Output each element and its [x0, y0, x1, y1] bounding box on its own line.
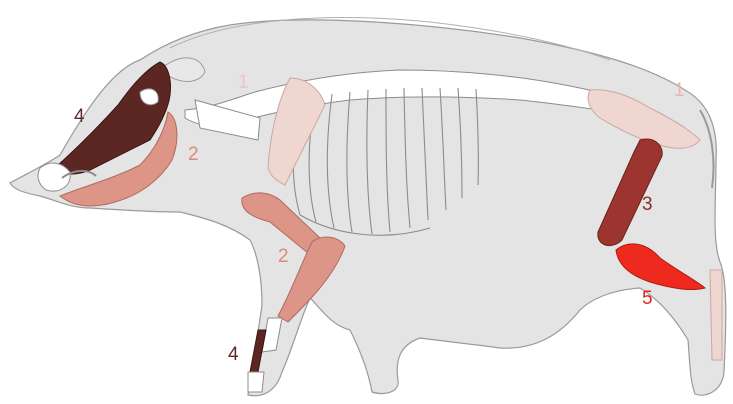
label-tibia: 5 [642, 288, 653, 309]
label-pelvis-front: 1 [238, 72, 249, 93]
rear-foot-bones [710, 270, 722, 360]
label-mandible: 2 [188, 144, 199, 165]
front-phalanges [248, 372, 264, 392]
label-femur: 3 [642, 194, 653, 215]
label-skull: 4 [74, 106, 85, 127]
snout-teeth [38, 163, 70, 191]
label-humerus: 2 [278, 246, 289, 267]
label-metapodial: 4 [228, 344, 239, 365]
label-pelvis-rear: 1 [674, 80, 685, 101]
